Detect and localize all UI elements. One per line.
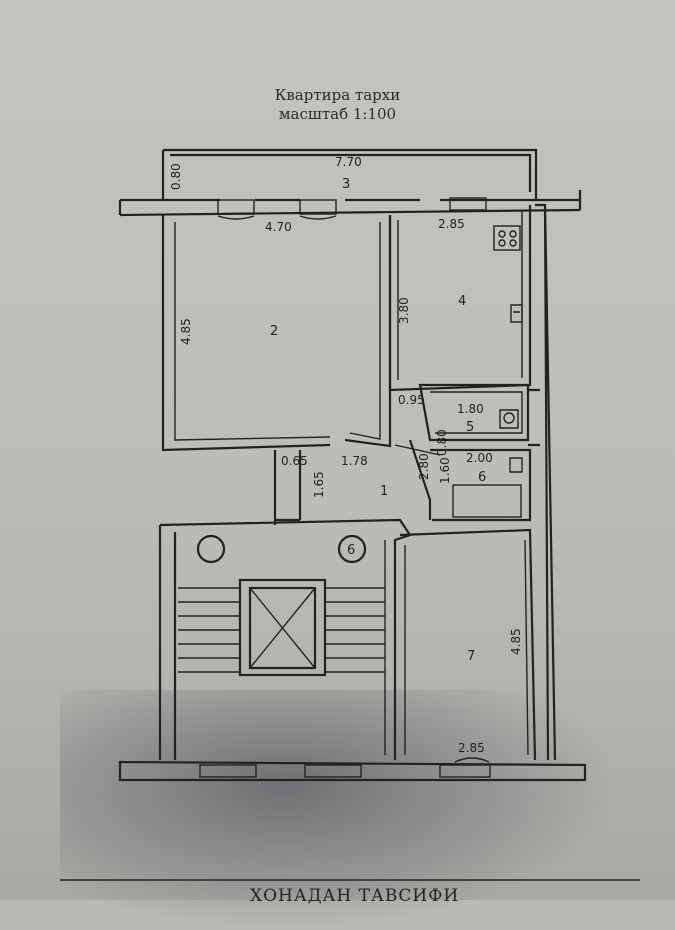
dim-080-bath: 0.80 (435, 429, 449, 456)
room-number-6: 6 (478, 470, 486, 485)
dim-285-kitchen: 2.85 (438, 217, 465, 231)
dim-485-room7: 4.85 (509, 628, 523, 655)
room-number-1: 1 (380, 484, 388, 499)
corridor (273, 439, 441, 525)
dim-200: 2.00 (466, 451, 493, 465)
exterior-top-wall (118, 190, 582, 220)
dim-180: 1.80 (457, 402, 484, 416)
dim-285-room7: 2.85 (458, 741, 485, 755)
plan-scale: масштаб 1:100 (278, 105, 397, 123)
footer-heading: ХОНАДАН ТАВСИФИ (250, 886, 460, 906)
dim-770: 7.70 (335, 155, 362, 169)
dim-065: 0.65 (281, 454, 308, 468)
stair-number: 6 (347, 543, 355, 558)
dim-095: 0.95 (398, 393, 425, 407)
dim-280: 2.80 (417, 453, 431, 480)
dim-380: 3.80 (397, 297, 411, 324)
dim-178: 1.78 (341, 454, 368, 468)
dim-485-room2: 4.85 (179, 318, 193, 345)
room-4-kitchen (388, 205, 532, 392)
room-number-7: 7 (467, 649, 475, 664)
balcony (161, 148, 538, 200)
floor-plan: 7.70 0.80 4.70 4.85 2.85 3.80 0.95 1.80 … (60, 148, 640, 881)
dim-165: 1.65 (312, 471, 326, 498)
room-number-5: 5 (466, 420, 474, 435)
dim-470: 4.70 (265, 220, 292, 234)
room-number-4: 4 (458, 294, 466, 309)
dim-080-balcony: 0.80 (169, 163, 183, 190)
exterior-bottom-wall (118, 757, 587, 782)
exterior-right-wall (528, 203, 557, 761)
room-number-3: 3 (342, 177, 350, 192)
stair-hall (158, 518, 412, 760)
room-number-2: 2 (270, 324, 278, 339)
plan-title: Квартира тархи (274, 86, 401, 104)
hand-shadow (60, 690, 620, 930)
dim-160: 1.60 (438, 457, 452, 484)
room-7 (399, 528, 537, 761)
bathrooms (418, 383, 532, 522)
